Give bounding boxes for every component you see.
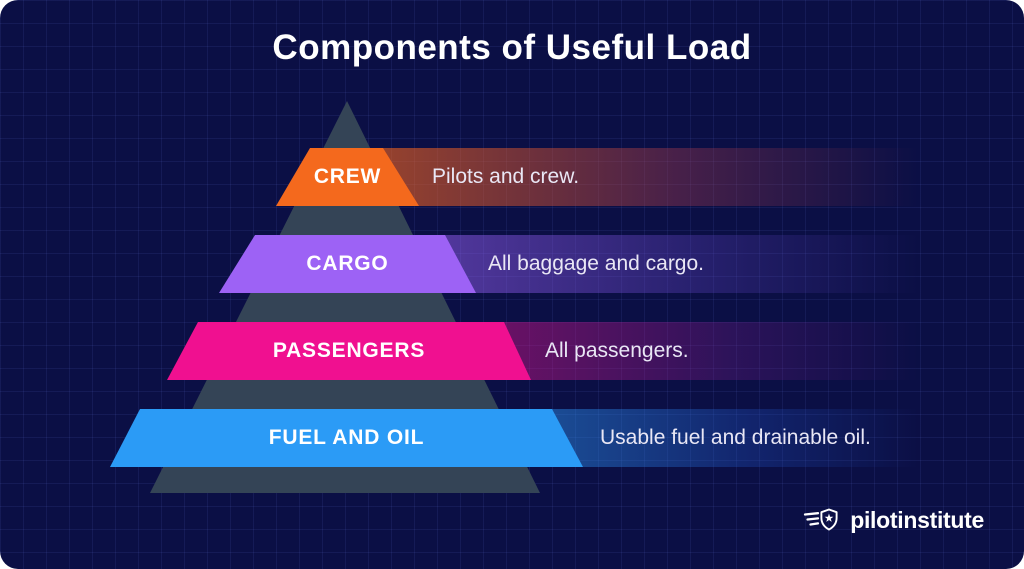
cargo-gradient-bar bbox=[445, 235, 918, 293]
pyramid-layer-passengers: PASSENGERS bbox=[167, 322, 531, 380]
layer-description: Usable fuel and drainable oil. bbox=[600, 426, 871, 449]
fuel-gradient-bar bbox=[552, 409, 918, 467]
page-title: Components of Useful Load bbox=[272, 28, 752, 67]
pyramid-layer-fuel: FUEL AND OIL bbox=[110, 409, 583, 467]
pyramid-layer-label: PASSENGERS bbox=[272, 339, 426, 362]
crew-gradient-bar bbox=[383, 148, 918, 206]
passengers-gradient-bar bbox=[504, 322, 918, 380]
layer-description: All passengers. bbox=[545, 339, 689, 362]
pyramid-layer-label: FUEL AND OIL bbox=[268, 426, 425, 449]
brand-name: pilotinstitute bbox=[850, 506, 984, 533]
winged-shield-star-icon bbox=[804, 508, 838, 531]
layer-description: All baggage and cargo. bbox=[488, 252, 704, 275]
brand-logo: pilotinstitute bbox=[803, 505, 984, 535]
pyramid-layer-cargo: CARGO bbox=[219, 235, 476, 293]
pyramid-layer-label: CREW bbox=[313, 165, 382, 188]
pyramid-layer-label: CARGO bbox=[306, 252, 389, 275]
layer-description: Pilots and crew. bbox=[432, 165, 580, 188]
